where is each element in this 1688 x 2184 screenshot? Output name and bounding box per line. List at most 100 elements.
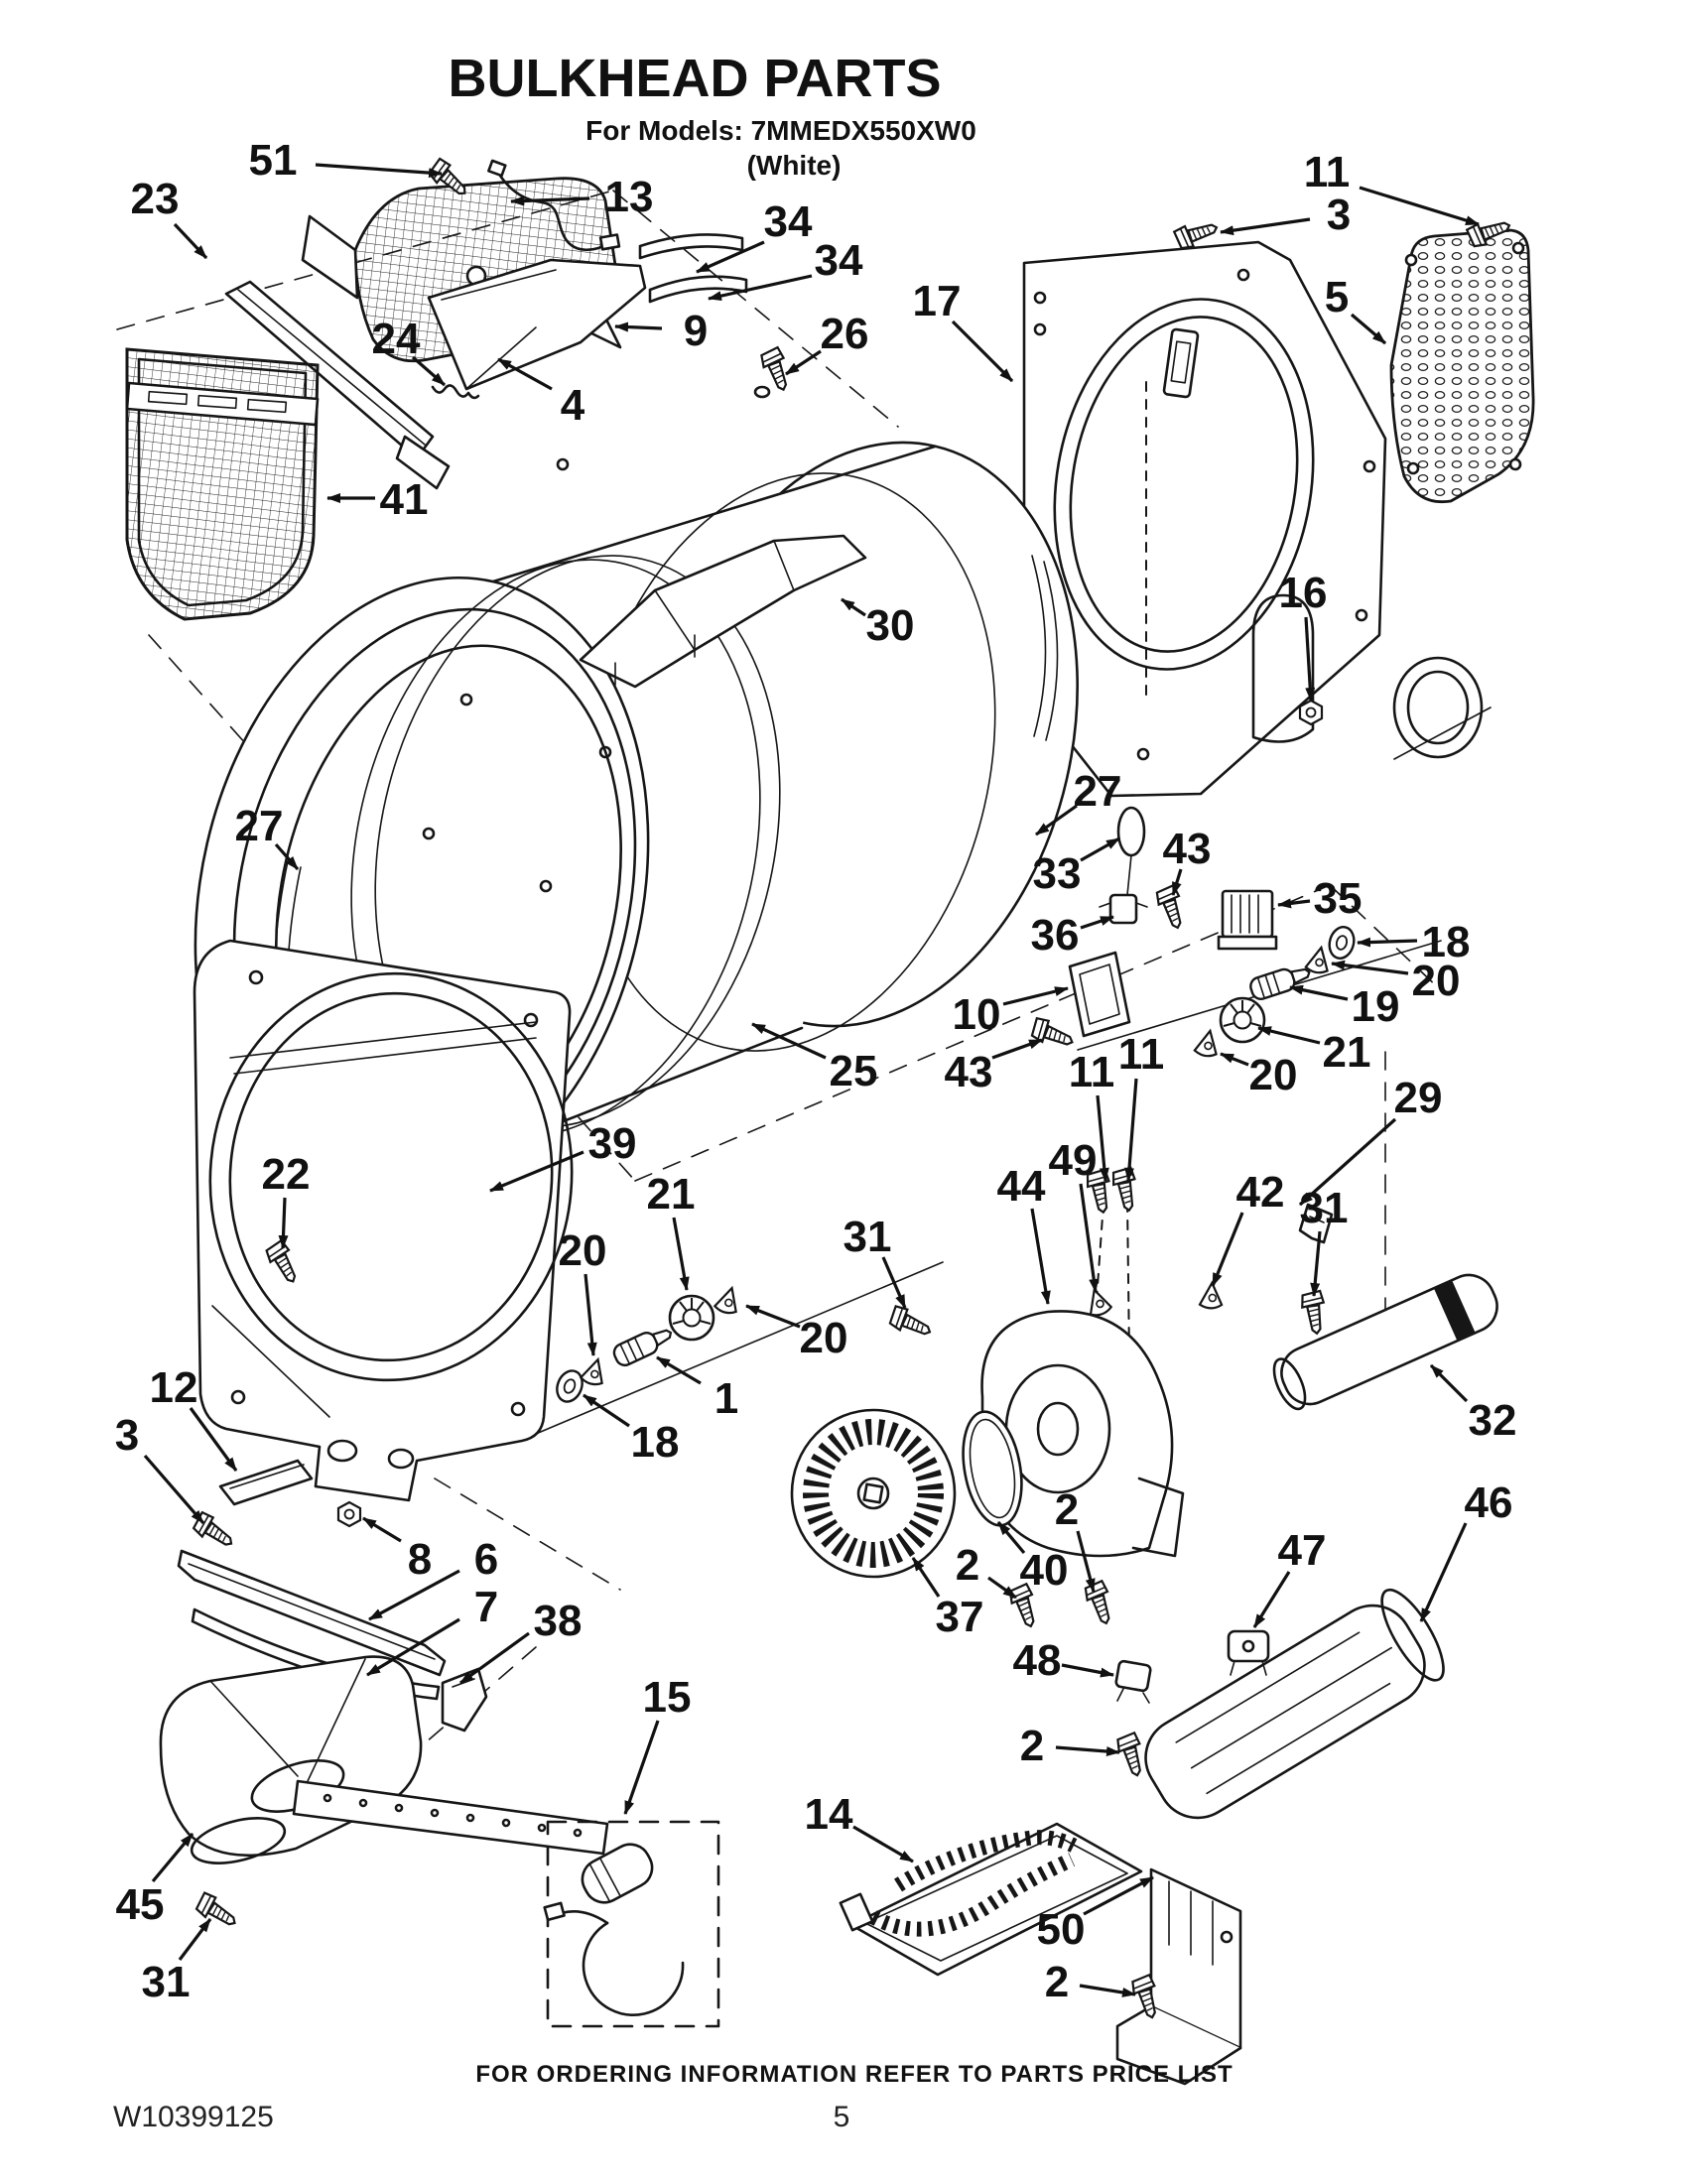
drum-baffle-30 [579, 534, 867, 689]
kit-box-15 [543, 1820, 720, 2028]
screw-31 [193, 1889, 242, 1934]
inlet-plate-10 [1068, 951, 1131, 1038]
callout-43: 43 [945, 1038, 1043, 1096]
callout-arrow [1359, 186, 1480, 226]
callout-number: 11 [1304, 148, 1351, 196]
callout-25: 25 [751, 1022, 877, 1095]
callout-arrow [785, 349, 822, 376]
callout-45: 45 [116, 1832, 195, 1929]
callout-number: 49 [1049, 1136, 1098, 1185]
callout-arrow [1304, 616, 1316, 702]
callout-arrow [841, 597, 866, 617]
callout-4: 4 [497, 357, 585, 430]
callout-number: 31 [1300, 1184, 1349, 1232]
callout-number: 1 [714, 1374, 738, 1423]
front-bulkhead-assembly [190, 939, 944, 1554]
callout-7: 7 [366, 1583, 498, 1677]
callout-number: 24 [372, 315, 421, 363]
callout-32: 32 [1429, 1363, 1517, 1445]
callout-number: 43 [1163, 825, 1212, 873]
callout-24: 24 [372, 315, 447, 387]
callout-arrow [362, 1516, 402, 1543]
callout-49: 49 [1049, 1136, 1100, 1293]
sensor-36 [1108, 893, 1138, 925]
callout-21: 21 [1257, 1026, 1371, 1077]
callout-18: 18 [1357, 918, 1470, 966]
callout-arrow [411, 355, 447, 387]
callout-number: 20 [800, 1314, 848, 1362]
vent-panel-5 [1389, 228, 1535, 504]
front-bulkhead-panel-39 [193, 939, 572, 1502]
thermostat-35 [1217, 889, 1278, 951]
callout-2: 2 [1055, 1485, 1096, 1593]
callout-arrow [1035, 804, 1078, 836]
callout-number: 5 [1325, 273, 1349, 321]
callout-20: 20 [1331, 957, 1460, 1005]
bracket-12 [218, 1459, 314, 1506]
callout-arrow [1079, 1183, 1100, 1293]
callout-arrow [951, 320, 1014, 383]
callout-number: 23 [131, 175, 180, 223]
exhaust-pipe-32 [1272, 1273, 1498, 1411]
callout-arrow [745, 1304, 801, 1329]
callout-number: 51 [249, 136, 298, 185]
callout-27: 27 [1035, 767, 1121, 836]
wire-harness-13 [496, 171, 609, 252]
callout-arrow [1419, 1522, 1468, 1622]
top-left-assembly [125, 156, 748, 621]
tombstone-cutout [1251, 593, 1315, 743]
callout-arrow [623, 1720, 660, 1815]
rear-bulkhead-assembly [1022, 213, 1535, 798]
callout-arrow [173, 222, 208, 260]
callout-arrow [1124, 1078, 1138, 1182]
callout-arrow [1061, 1663, 1114, 1678]
callout-47: 47 [1252, 1526, 1326, 1628]
footer-note: FOR ORDERING INFORMATION REFER TO PARTS … [475, 2061, 1233, 2088]
callout-arrow [1080, 836, 1120, 862]
doc-number: W10399125 [113, 2101, 274, 2133]
callout-number: 6 [474, 1535, 498, 1584]
callout-3: 3 [115, 1411, 205, 1525]
heater-element-14 [839, 1822, 1143, 1977]
callout-number: 44 [997, 1162, 1046, 1211]
o-ring-40 [962, 1410, 1023, 1527]
callout-number: 38 [534, 1597, 583, 1645]
lower-left-assembly [159, 1549, 609, 1934]
callout-arrow [1079, 1984, 1136, 1997]
callout-48: 48 [1013, 1636, 1114, 1685]
callout-51: 51 [249, 136, 443, 185]
callout-number: 29 [1394, 1074, 1443, 1122]
blower-assembly [790, 1273, 1498, 1631]
retainer-clip-20 [1193, 1027, 1224, 1060]
callout-number: 50 [1037, 1905, 1086, 1954]
callout-number: 39 [588, 1119, 637, 1168]
screw-43 [1153, 883, 1190, 933]
callout-arrow [1055, 1745, 1120, 1756]
callout-number: 22 [262, 1150, 311, 1199]
rear-bulkhead-panel [1022, 240, 1387, 798]
callout-number: 15 [643, 1673, 692, 1722]
felt-strip-34b [648, 275, 748, 304]
callout-arrow [584, 1273, 597, 1356]
callout-arrow [1211, 1212, 1244, 1287]
callout-22: 22 [262, 1150, 311, 1249]
callout-arrow [751, 1022, 827, 1060]
heater-assembly [543, 1588, 1445, 2086]
callout-arrow [1350, 313, 1387, 345]
callout-number: 21 [1323, 1028, 1371, 1077]
callout-44: 44 [997, 1162, 1051, 1305]
callout-arrow [1220, 217, 1311, 236]
callout-17: 17 [913, 277, 1014, 383]
callout-number: 21 [647, 1170, 696, 1219]
callout-number: 26 [821, 310, 869, 358]
callout-number: 32 [1469, 1396, 1517, 1445]
callout-31: 31 [1300, 1184, 1349, 1297]
callout-23: 23 [131, 175, 208, 260]
callout-number: 43 [945, 1048, 993, 1096]
callout-arrow [489, 1150, 584, 1193]
callout-arrow [510, 195, 590, 206]
callout-43: 43 [1163, 825, 1212, 896]
callout-14: 14 [805, 1790, 914, 1863]
